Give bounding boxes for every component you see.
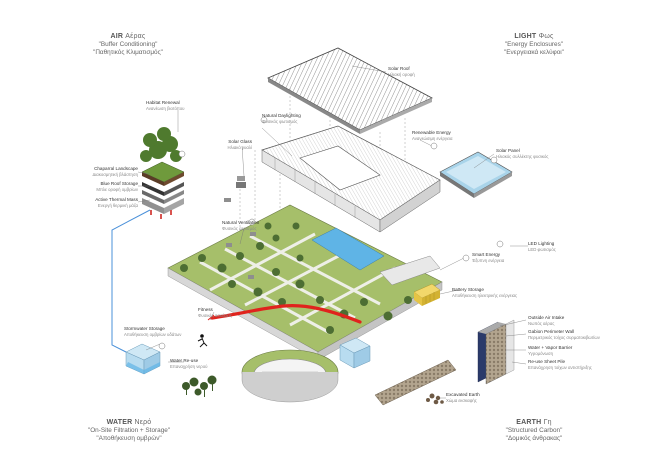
corner-light: LIGHT Φως "Energy Enclosures" "Ενεργειακ… — [484, 32, 584, 58]
glass-pavilion — [339, 337, 371, 369]
label-stormwater-storage: Stormwater Storage Αποθήκευση ομβρίων υδ… — [124, 326, 182, 337]
water-sub: "On-Site Filtration + Storage" — [87, 427, 171, 435]
label-smart-energy: Smart Energy Έξυπνη ενέργεια — [472, 252, 505, 263]
excavated-earth-pile — [426, 393, 444, 405]
battery-modules — [413, 283, 441, 306]
label-pointers — [137, 65, 528, 399]
label-gabion-wall: Gabion Perimeter Wall Περιμετρικός τοίχο… — [528, 329, 600, 340]
label-water-reuse: Water Re-use Επαναχρήση νερού — [170, 358, 208, 369]
solar-roof-layer — [267, 47, 433, 134]
earth-sub-gr: "Δομικός άνθρακας" — [505, 435, 563, 443]
earth-sub: "Structured Carbon" — [505, 427, 563, 435]
building-shell — [261, 125, 441, 233]
solar-glass-box — [236, 182, 246, 188]
label-blue-roof: Blue Roof Storage Μπλε οροφή ομβρίων — [96, 181, 138, 192]
earth-title: EARTH — [516, 419, 542, 426]
label-battery-storage: Battery Storage Αποθήκευση ηλεκτρικής εν… — [452, 287, 518, 298]
light-sub-gr: "Ενεργειακά κελύφοι" — [504, 49, 564, 57]
corner-air: AIR Αέρας "Buffer Conditioning" "Παθητικ… — [78, 32, 178, 58]
air-sub-gr: "Παθητικός Κλιματισμός" — [93, 49, 163, 57]
round-plaza — [241, 349, 339, 403]
label-habitat: Habitat Renewal Ανανέωση βιοτόπου — [146, 100, 185, 111]
light-title-gr: Φως — [538, 33, 554, 40]
label-icons — [158, 116, 504, 350]
label-solar-glass: Solar Glass Ηλιακό γυαλί — [227, 139, 252, 150]
label-solar-roof: Solar Roof Ηλιακή οροφή — [388, 66, 415, 77]
label-thermal-mass: Active Thermal Mass Ενεργή θερμική μάζα — [95, 197, 138, 208]
air-title: AIR — [110, 33, 124, 40]
water-title: WATER — [106, 419, 133, 426]
air-sub: "Buffer Conditioning" — [98, 41, 158, 49]
habitat-layer-stack — [140, 127, 185, 219]
label-excavated-earth: Excavated Earth Χώμα εκσκαφής — [446, 392, 480, 403]
corner-water: WATER Νερό "On-Site Filtration + Storage… — [74, 418, 184, 444]
wall-section-detail — [477, 319, 515, 385]
air-title-gr: Αέρας — [125, 33, 146, 40]
label-chaparral: Chaparral Landscape Διακοσμητική βλάστησ… — [92, 166, 138, 177]
label-reuse-sheet-pile: Re-use Sheet Pile Επανάχρηση τοίχων αντι… — [528, 359, 592, 370]
water-title-gr: Νερό — [134, 419, 152, 426]
water-sub-gr: "Αποθήκευση ομβρών" — [96, 435, 162, 443]
label-outside-air: Outside Air Intake Νωπός αέρας — [528, 315, 565, 326]
light-title: LIGHT — [514, 33, 537, 40]
corner-earth: EARTH Γη "Structured Carbon" "Δομικός άν… — [484, 418, 584, 444]
earth-title-gr: Γη — [543, 419, 552, 426]
stormwater-tank — [125, 343, 161, 375]
label-natural-daylighting: Natural Daylighting Φυσικός φωτισμός — [262, 113, 301, 124]
gabion-wall-strip — [374, 359, 457, 406]
runner-figure — [197, 334, 208, 348]
light-sub: "Energy Enclosures" — [504, 41, 564, 49]
fitness-route — [210, 304, 362, 324]
label-water-barrier: Water + Vapor Barrier Υγρομόνωση — [528, 345, 573, 356]
label-solar-panel: Solar Panel Ηλιακός συλλέκτης φυσικός — [496, 148, 549, 159]
label-natural-ventilation: Natural Ventilation Φυσικός αερισμός — [222, 220, 260, 231]
label-renewable-energy: Renewable Energy Ανανεώσιμη ενέργεια — [412, 130, 453, 141]
water-reuse-trees — [182, 375, 217, 397]
label-led-lighting: LED Lighting LED φωτισμός — [528, 241, 556, 252]
label-fitness: Fitness Φυσικές ασκήσεις — [198, 307, 232, 318]
water-pipe — [111, 209, 151, 353]
